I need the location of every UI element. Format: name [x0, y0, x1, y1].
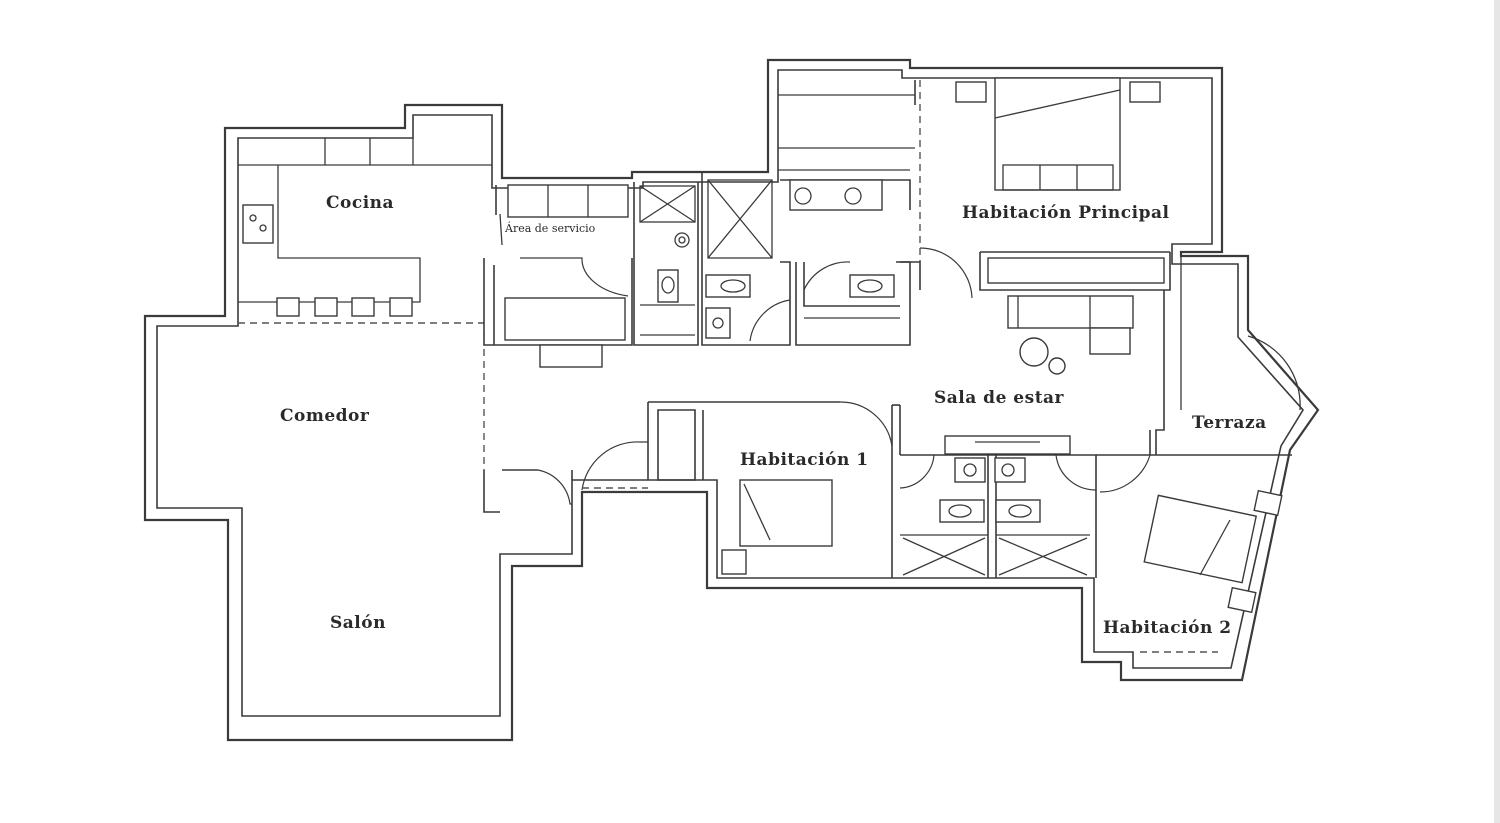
nightstand	[1129, 81, 1161, 103]
bedroom-2	[1096, 430, 1292, 653]
nightstand	[955, 81, 987, 103]
page-edge	[1494, 0, 1500, 823]
terrace	[1155, 256, 1301, 455]
nightstand	[721, 549, 747, 575]
room-labels: Cocina Área de servicio Comedor Salón Ha…	[280, 193, 1267, 638]
living-room-furniture	[1007, 295, 1134, 375]
kitchen-fixtures	[238, 138, 492, 324]
label-habitacion-2: Habitación 2	[1103, 618, 1232, 638]
storage	[483, 469, 573, 513]
sofa	[1007, 295, 1134, 329]
label-comedor: Comedor	[280, 406, 370, 426]
bar-stool	[276, 297, 300, 317]
bar-stool	[314, 297, 338, 317]
label-terraza: Terraza	[1192, 413, 1267, 433]
kitchen-sink	[242, 204, 274, 244]
twin-bathrooms	[899, 435, 1097, 578]
exterior-walls	[143, 58, 1320, 742]
label-habitacion-principal: Habitación Principal	[962, 203, 1169, 223]
coffee-table	[1019, 337, 1049, 367]
label-sala-estar: Sala de estar	[934, 388, 1065, 408]
master-suite	[778, 80, 973, 346]
master-bedroom-furniture	[955, 77, 1171, 291]
service-bathrooms	[633, 172, 791, 346]
label-cocina: Cocina	[326, 193, 394, 213]
label-salon: Salón	[330, 613, 386, 633]
bedroom-1	[581, 401, 901, 578]
single-bed	[739, 479, 833, 547]
nightstand	[1253, 489, 1283, 517]
bar-stool	[351, 297, 375, 317]
single-bed	[1143, 494, 1258, 584]
label-area-servicio: Área de servicio	[504, 221, 596, 235]
double-bed	[994, 77, 1121, 191]
hall-walls	[892, 261, 921, 406]
label-habitacion-1: Habitación 1	[740, 450, 869, 470]
nightstand	[1227, 586, 1257, 614]
bar-stool	[389, 297, 413, 317]
service-block	[483, 184, 633, 470]
